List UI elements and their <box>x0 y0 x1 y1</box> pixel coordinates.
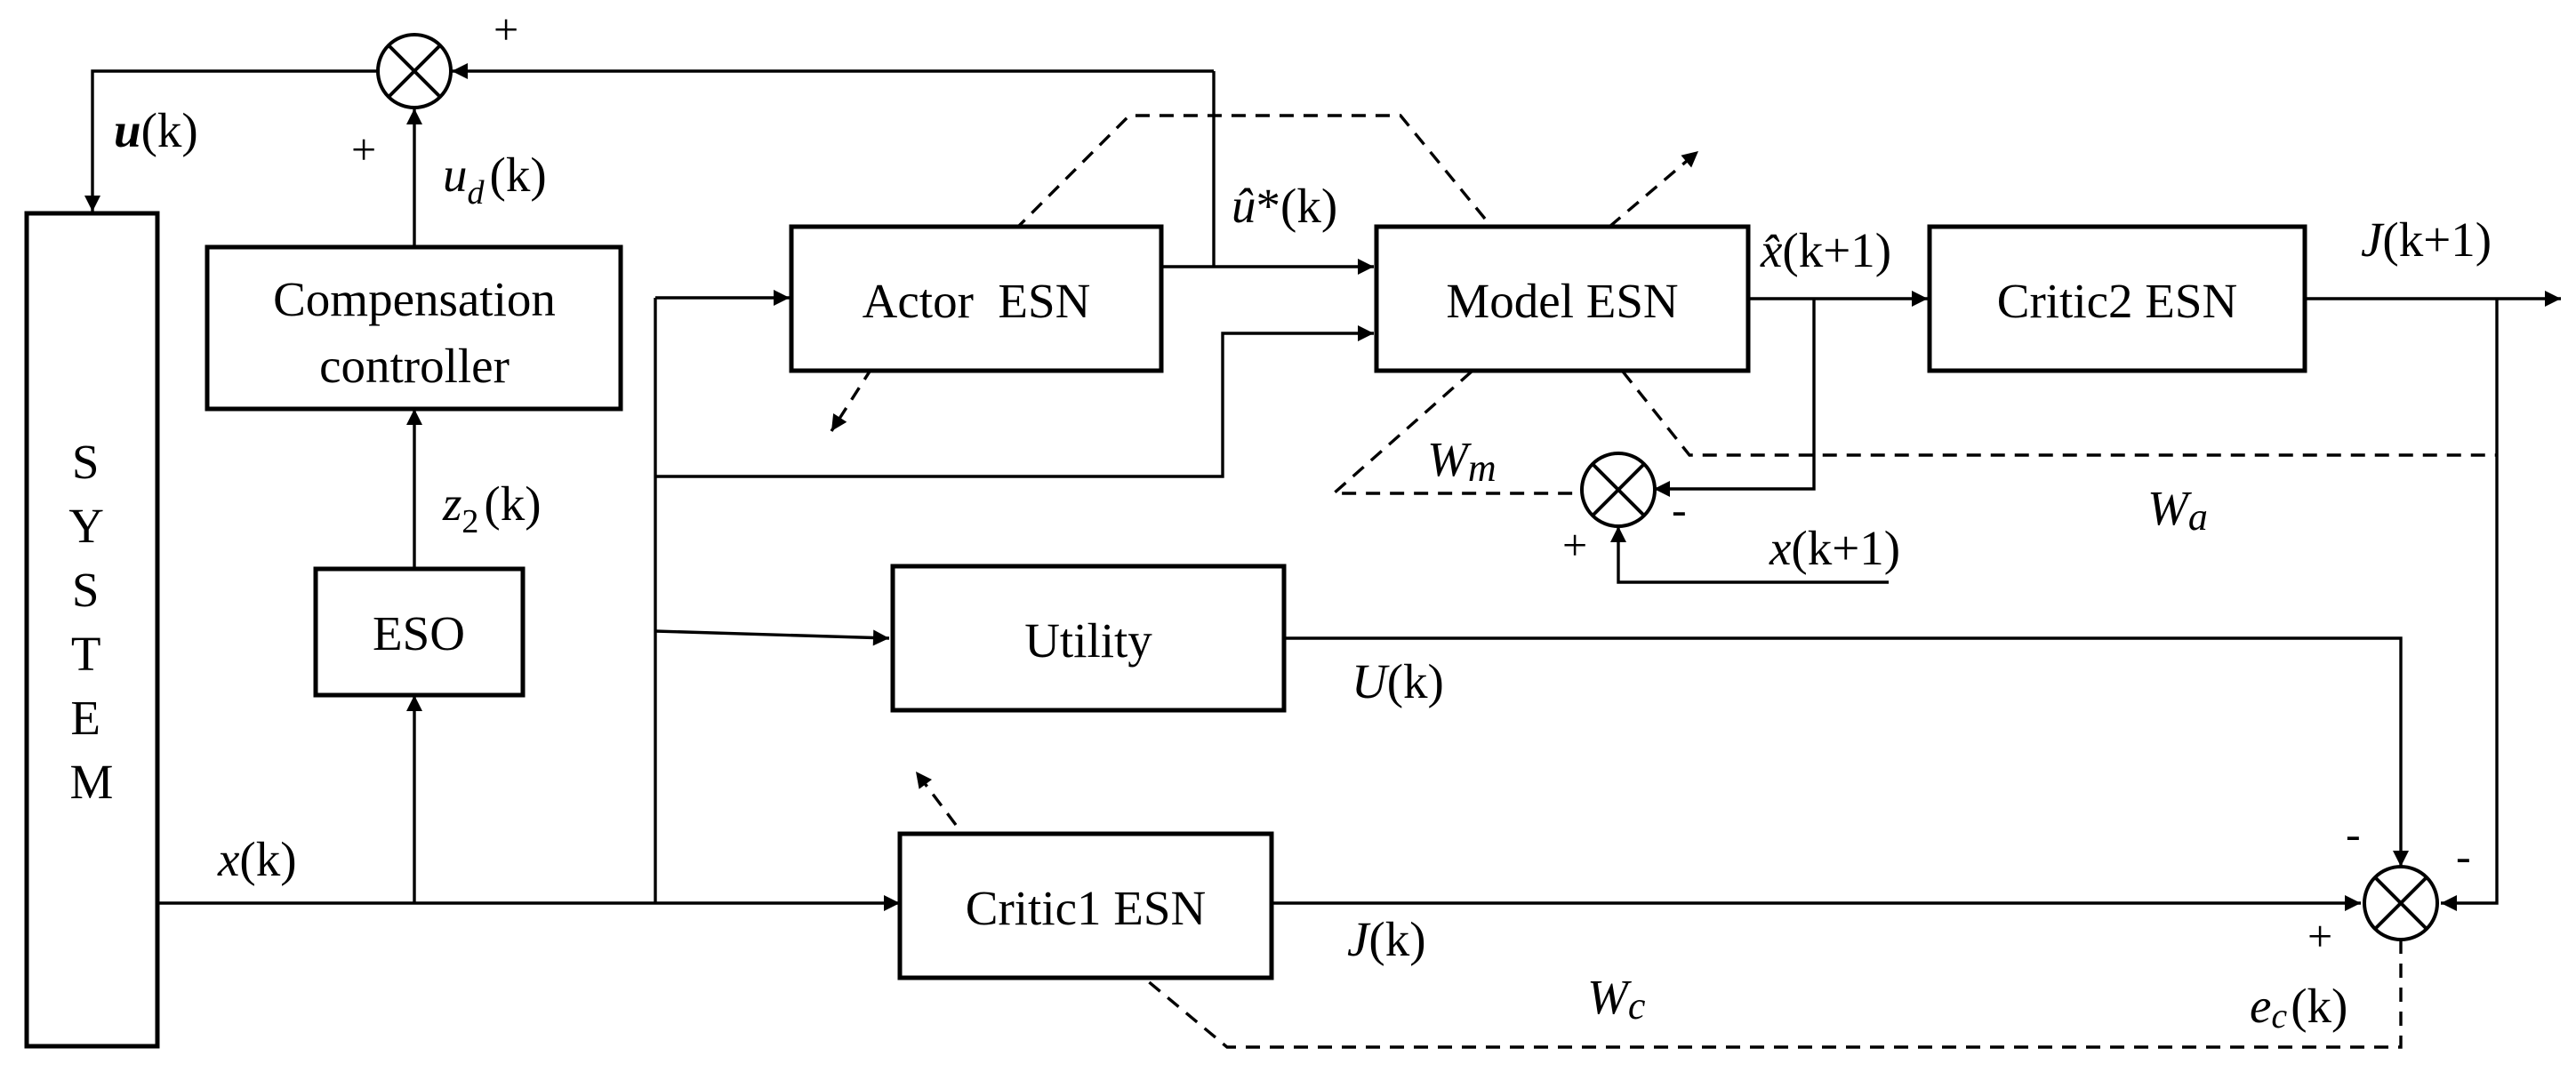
model-summing-junction <box>1580 452 1657 528</box>
sign-err-minus-right: - <box>2456 831 2471 881</box>
label-Wc: Wc <box>1587 970 1646 1028</box>
label-J1: J(k+1) <box>2361 212 2492 267</box>
label-xk: x(k) <box>217 832 297 886</box>
compensation-label-line2: controller <box>319 339 510 393</box>
U-to-error-sum <box>1284 636 2409 867</box>
label-z2: z2(k) <box>442 476 542 540</box>
compensation-controller-box <box>205 244 623 412</box>
model-esn-label: Model ESN <box>1446 274 1678 328</box>
critic1-esn-block: Critic1 ESN <box>897 831 1274 980</box>
actor-esn-label: Actor ESN <box>863 274 1091 328</box>
label-uhat: û*(k) <box>1232 179 1337 233</box>
critic2-esn-label: Critic2 ESN <box>1997 274 2237 328</box>
sign-top-plus-below: + <box>351 124 376 174</box>
model-tune-arrow <box>1608 149 1700 228</box>
critic1-esn-box <box>897 831 1274 980</box>
label-Wa: Wa <box>2147 481 2208 539</box>
critic1-esn-label: Critic1 ESN <box>966 881 1206 935</box>
connections <box>84 63 2561 911</box>
compensation-label-line1: Compensation <box>273 272 556 326</box>
system-block: S Y S T E M <box>24 211 160 1049</box>
top-summing-junction <box>376 33 453 109</box>
actor-update-path <box>1016 114 1487 228</box>
training-paths <box>830 114 2497 1049</box>
x-to-model <box>655 325 1374 478</box>
label-U: U(k) <box>1352 654 1444 708</box>
label-xhat: x̂(k+1) <box>1760 223 1891 277</box>
utility-box <box>890 564 1287 713</box>
sign-model-plus: + <box>1562 520 1587 570</box>
sign-model-minus: - <box>1672 484 1687 534</box>
label-Jk: J(k) <box>1347 912 1426 966</box>
xhat-to-model-sum <box>1654 299 1816 497</box>
utility-block: Utility <box>890 564 1287 713</box>
actor-esn-block: Actor ESN <box>789 224 1164 373</box>
system-box <box>24 211 160 1049</box>
label-Wm: Wm <box>1427 432 1497 490</box>
x-to-utility <box>654 629 890 646</box>
critic2-esn-block: Critic2 ESN <box>1927 224 2307 373</box>
system-letters: S Y S T E M <box>68 435 114 809</box>
sign-err-plus: + <box>2307 911 2332 961</box>
actor-tune-arrow <box>830 326 900 432</box>
actor-error-path <box>1621 370 2497 457</box>
actor-esn-box <box>789 224 1164 373</box>
J1-to-error-sum <box>2441 299 2499 911</box>
error-summing-junction <box>2363 865 2439 941</box>
label-ud: ud(k) <box>443 148 547 212</box>
eso-block: ESO <box>313 566 526 698</box>
eso-label: ESO <box>373 606 465 660</box>
sign-err-minus-left: - <box>2346 809 2361 859</box>
model-esn-block: Model ESN <box>1374 224 1751 373</box>
model-error-path <box>1329 370 1583 495</box>
sign-marks: + + + - - - + <box>351 4 2471 961</box>
model-esn-box <box>1374 224 1751 373</box>
utility-label: Utility <box>1024 613 1152 668</box>
critic2-esn-box <box>1927 224 2307 373</box>
critic1-tune-arrow <box>914 770 958 827</box>
signal-labels: u(k) ud(k) z2(k) x(k) û*(k) x̂(k+1) J(k+… <box>114 103 2492 1036</box>
eso-box <box>313 566 526 698</box>
critic1-error-path <box>1145 940 2403 1049</box>
sign-top-plus-right: + <box>494 4 518 54</box>
compensation-controller-block: Compensation controller <box>205 244 623 412</box>
label-ec: ec(k) <box>2250 979 2347 1036</box>
x1-to-model-sum <box>1610 526 1889 584</box>
u-to-system <box>84 69 377 212</box>
label-x1: x(k+1) <box>1769 521 1900 575</box>
label-u: u(k) <box>114 103 198 157</box>
